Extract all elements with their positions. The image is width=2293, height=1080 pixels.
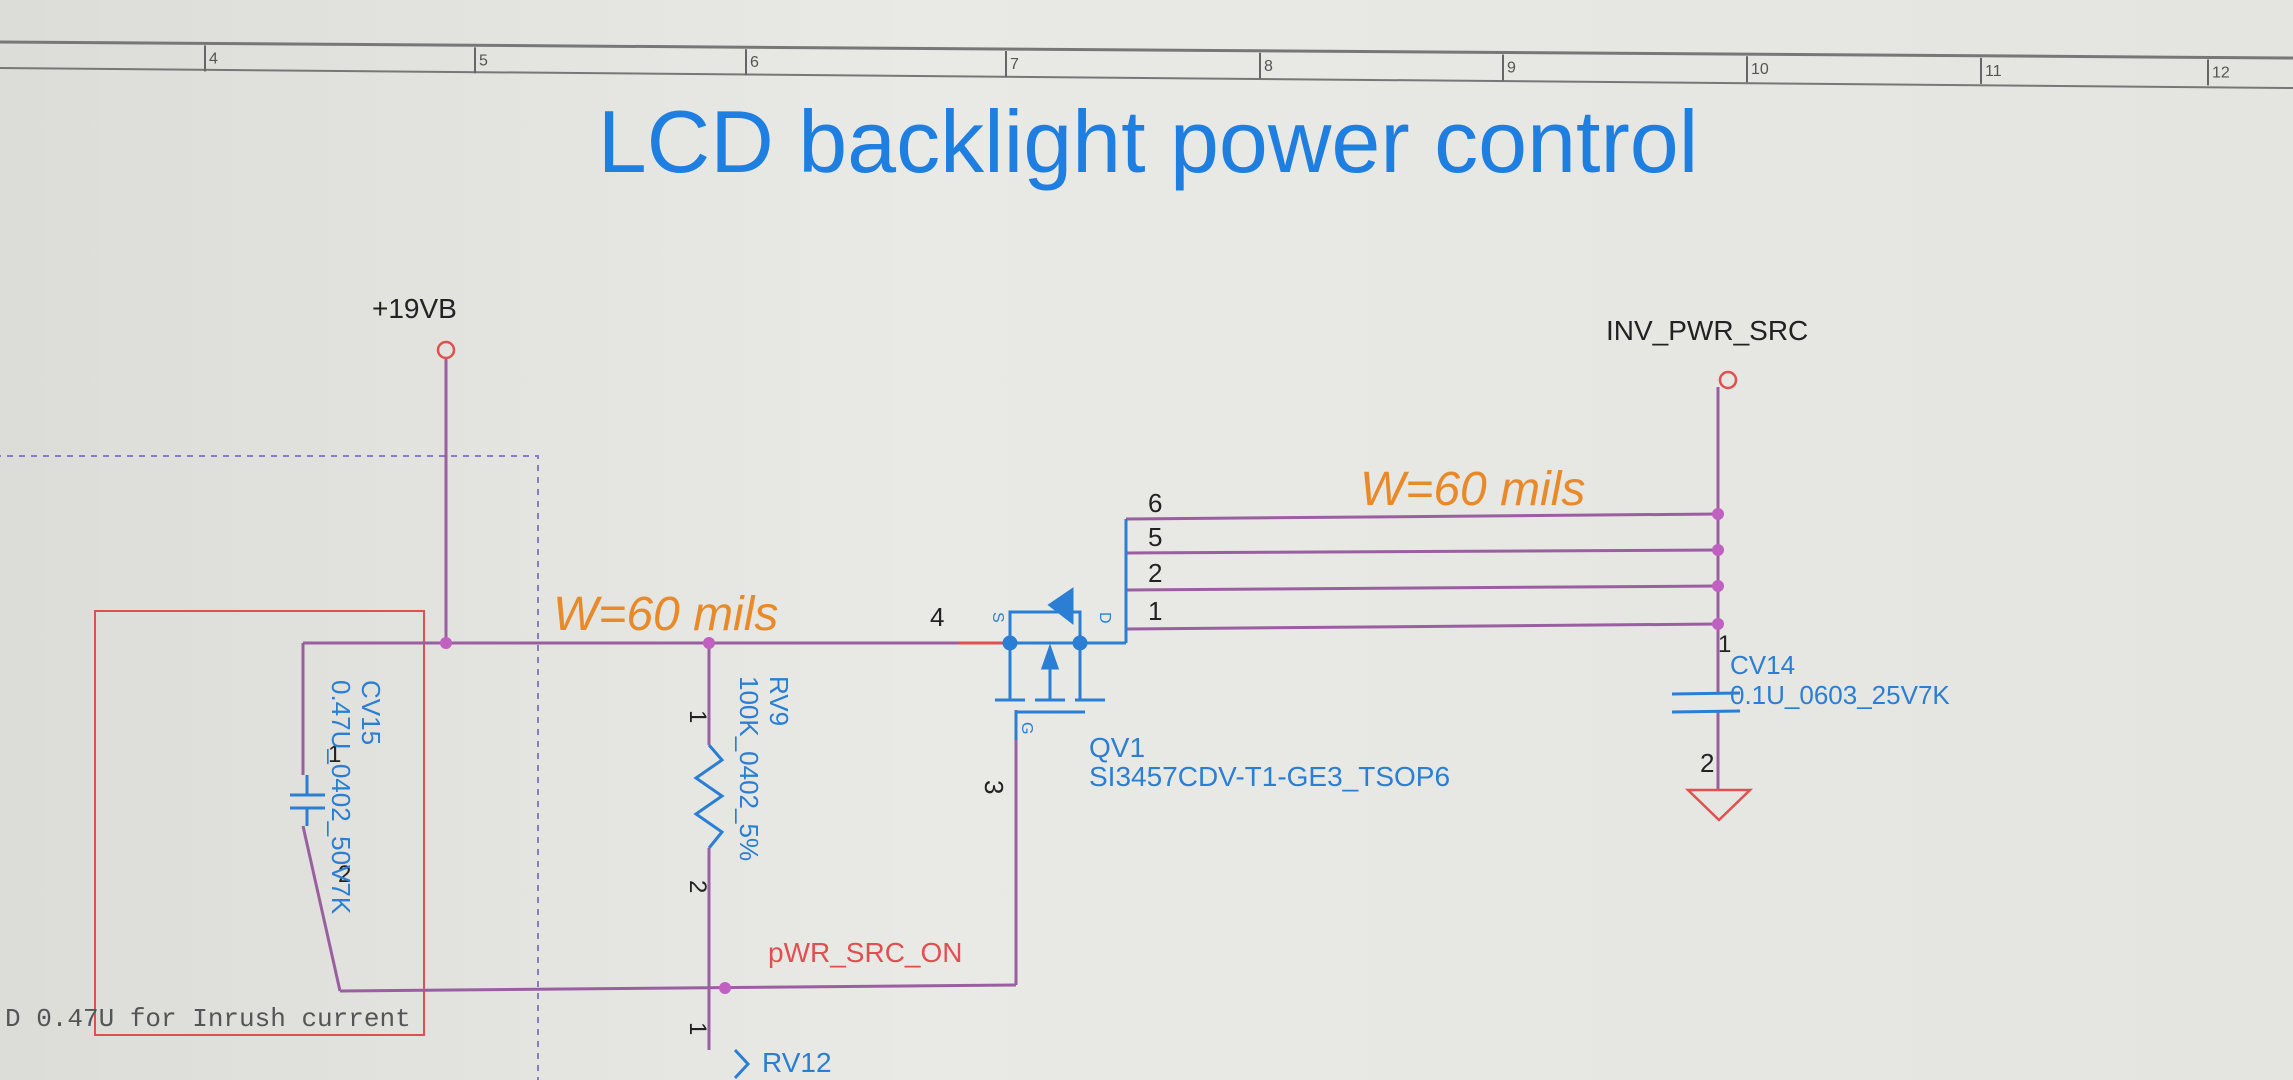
cv15-ref: CV15: [356, 680, 386, 745]
qv1-drain-pin: 1: [1148, 596, 1162, 626]
rv9-pin1: 1: [684, 710, 711, 723]
ground-icon: [1684, 788, 1754, 822]
inrush-comment: D 0.47U for Inrush current: [5, 1004, 411, 1034]
rv12-ref: RV12: [762, 1047, 832, 1078]
net-label-inv-pwr-src: INV_PWR_SRC: [1606, 315, 1808, 346]
ruler-label: 6: [750, 54, 759, 71]
capacitor-cv15[interactable]: 1 2 CV15 0.47U_0402_50V7K: [290, 680, 386, 915]
rv9-pin2: 2: [684, 880, 711, 893]
page-title: LCD backlight power control: [598, 92, 1699, 191]
qv1-ref: QV1: [1089, 732, 1145, 763]
ruler-label: 11: [1985, 63, 2002, 80]
mosfet-qv1[interactable]: [958, 519, 1128, 740]
rv9-value: 100K_0402_5%: [734, 676, 764, 861]
qv1-part: SI3457CDV-T1-GE3_TSOP6: [1089, 761, 1450, 792]
cv14-pin1: 1: [1718, 631, 1731, 658]
qv1-label-d: D: [1096, 612, 1113, 624]
wires: [301, 358, 1720, 1050]
junctions: [440, 508, 1724, 994]
resistor-rv9[interactable]: 1 2 RV9 100K_0402_5%: [684, 676, 794, 893]
cv15-pin1: 1: [328, 741, 341, 768]
ruler-label: 12: [2212, 64, 2230, 81]
net-label-19vb: +19VB: [372, 293, 457, 324]
ruler-label: 8: [1264, 58, 1273, 75]
cv15-pin2: 2: [338, 861, 351, 888]
qv1-drain-pin: 6: [1148, 488, 1162, 518]
ruler-label: 4: [209, 50, 218, 67]
power-port-19vb[interactable]: [436, 340, 456, 360]
cv14-ref: CV14: [1730, 650, 1795, 680]
dashed-region: [0, 455, 539, 1080]
resistor-rv12[interactable]: 1 RV12: [684, 1022, 832, 1080]
trace-width-note-right: W=60 mils: [1360, 463, 1585, 516]
ruler-label: 7: [1010, 56, 1019, 73]
ruler-label: 5: [479, 52, 488, 69]
ruler-label: 10: [1751, 61, 1769, 78]
capacitor-cv14[interactable]: 1 2 CV14 0.1U_0603_25V7K: [1671, 631, 1950, 822]
qv1-drain-pin: 5: [1148, 522, 1162, 552]
inrush-region: [94, 610, 425, 1036]
cv14-pin2: 2: [1700, 748, 1714, 778]
qv1-pin-s: 4: [930, 602, 944, 632]
ruler: 4 5 6 7 8 9 10 11 12: [0, 40, 2293, 89]
ruler-label: 9: [1507, 60, 1516, 77]
qv1-drain-pin: 2: [1148, 558, 1162, 588]
cv14-value: 0.1U_0603_25V7K: [1730, 680, 1950, 710]
qv1-label-g: G: [1018, 722, 1035, 734]
rv9-ref: RV9: [764, 676, 794, 726]
qv1-label-s: S: [989, 612, 1006, 623]
qv1-pin-g: 3: [979, 780, 1009, 794]
cv15-value: 0.47U_0402_50V7K: [326, 680, 356, 915]
net-label-pwr-src-on: pWR_SRC_ON: [768, 937, 962, 968]
rv12-pin1: 1: [684, 1022, 711, 1035]
trace-width-note-left: W=60 mils: [553, 588, 778, 641]
power-port-inv-pwr-src[interactable]: [1718, 370, 1738, 390]
